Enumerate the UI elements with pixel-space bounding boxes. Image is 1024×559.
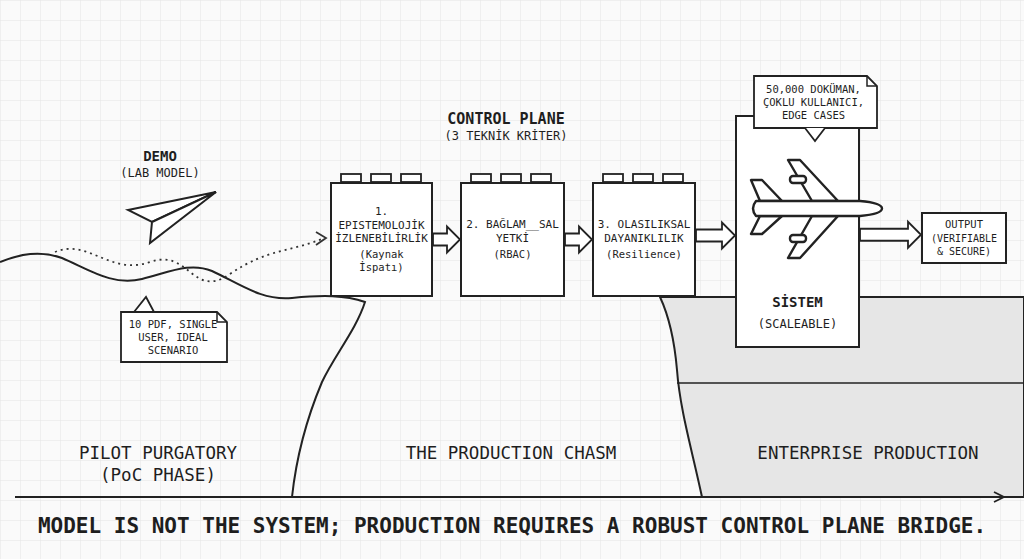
node-heading: 10 PDF, SINGLE USER, IDEAL SCENARIO bbox=[126, 318, 220, 357]
flight-path-head bbox=[316, 232, 326, 245]
control-block: 1. EPISTEMOLOJİK İZLENEBİLİRLİK(Kaynak İ… bbox=[330, 182, 433, 297]
zone-label: PILOT PURGATORY bbox=[0, 443, 358, 464]
zone-label: THE PRODUCTION CHASM bbox=[311, 443, 711, 464]
airplane-engine bbox=[790, 235, 806, 242]
airplane-tail bbox=[751, 216, 782, 234]
airplane-symbol bbox=[751, 160, 882, 258]
hollow-arrow bbox=[696, 223, 735, 249]
block-stud bbox=[401, 174, 421, 182]
block-studs bbox=[341, 174, 683, 182]
node-subtext: (Kaynak İspatı) bbox=[335, 248, 428, 274]
node-subtext: (RBAC) bbox=[465, 248, 560, 261]
node-heading: 2. BAĞLAM__SAL YETKİ bbox=[465, 218, 560, 246]
node-subtext: (Resilience) bbox=[597, 248, 691, 261]
note-fold bbox=[867, 76, 877, 86]
cliff-ledge-line bbox=[677, 382, 1024, 384]
airplane-wing bbox=[788, 216, 838, 258]
group-title: CONTROL PLANE bbox=[306, 110, 706, 128]
block-stud bbox=[501, 174, 521, 182]
node-heading: 3. OLASILIKSAL DAYANIKLILIK bbox=[597, 218, 691, 246]
control-block: 2. BAĞLAM__SAL YETKİ (RBAC) bbox=[460, 182, 565, 297]
system-box: SİSTEM (SCALEABLE) bbox=[735, 115, 860, 348]
output-box: OUTPUT (VERIFIABLE & SECURE) bbox=[921, 212, 1007, 264]
block-stud bbox=[531, 174, 551, 182]
airplane-engine bbox=[790, 176, 806, 183]
control-block: 3. OLASILIKSAL DAYANIKLILIK (Resilience) bbox=[592, 182, 696, 297]
zone-sublabel: (PoC PHASE) bbox=[0, 465, 358, 486]
hollow-arrow bbox=[433, 227, 460, 253]
timeline-axis bbox=[15, 496, 1002, 498]
note-tail bbox=[134, 297, 154, 312]
callout-note: 50,000 DOKÜMAN, ÇOKLU KULLANICI, EDGE CA… bbox=[753, 75, 878, 129]
airplane-fuselage bbox=[753, 201, 882, 216]
block-stud bbox=[471, 174, 491, 182]
block-stud bbox=[633, 174, 653, 182]
note-shape bbox=[121, 312, 227, 362]
group-subtitle: (3 TEKNİK KRİTER) bbox=[306, 129, 706, 143]
note-shape bbox=[754, 76, 877, 128]
caption-text: MODEL IS NOT THE SYSTEM; PRODUCTION REQU… bbox=[2, 514, 1022, 539]
zone-label: ENTERPRISE PRODUCTION bbox=[668, 443, 1024, 464]
block-stud bbox=[603, 174, 623, 182]
dotted-flight-path bbox=[55, 238, 324, 281]
hollow-arrow bbox=[565, 227, 592, 253]
block-stud bbox=[663, 174, 683, 182]
pilot-terrain bbox=[0, 254, 365, 497]
airplane-tail bbox=[751, 180, 782, 201]
node-subtext: (SCALEABLE) bbox=[741, 317, 854, 332]
node-heading: SİSTEM bbox=[741, 294, 854, 312]
block-stud bbox=[371, 174, 391, 182]
note-tail bbox=[805, 128, 825, 141]
hollow-arrow bbox=[860, 222, 921, 248]
callout-note: 10 PDF, SINGLE USER, IDEAL SCENARIO bbox=[120, 311, 228, 363]
timeline-head bbox=[994, 492, 1004, 502]
airplane-wing bbox=[788, 160, 838, 201]
block-stud bbox=[341, 174, 361, 182]
node-heading: 1. EPISTEMOLOJİK İZLENEBİLİRLİK bbox=[335, 205, 428, 246]
paper-plane-body bbox=[150, 192, 216, 243]
stage-title: DEMO bbox=[0, 148, 360, 165]
node-subtext: (VERIFIABLE & SECURE) bbox=[926, 233, 1002, 258]
node-heading: OUTPUT bbox=[926, 218, 1002, 231]
node-heading: 50,000 DOKÜMAN, ÇOKLU KULLANICI, EDGE CA… bbox=[759, 83, 868, 122]
stage-subtitle: (LAB MODEL) bbox=[0, 166, 360, 180]
note-fold bbox=[217, 312, 227, 322]
